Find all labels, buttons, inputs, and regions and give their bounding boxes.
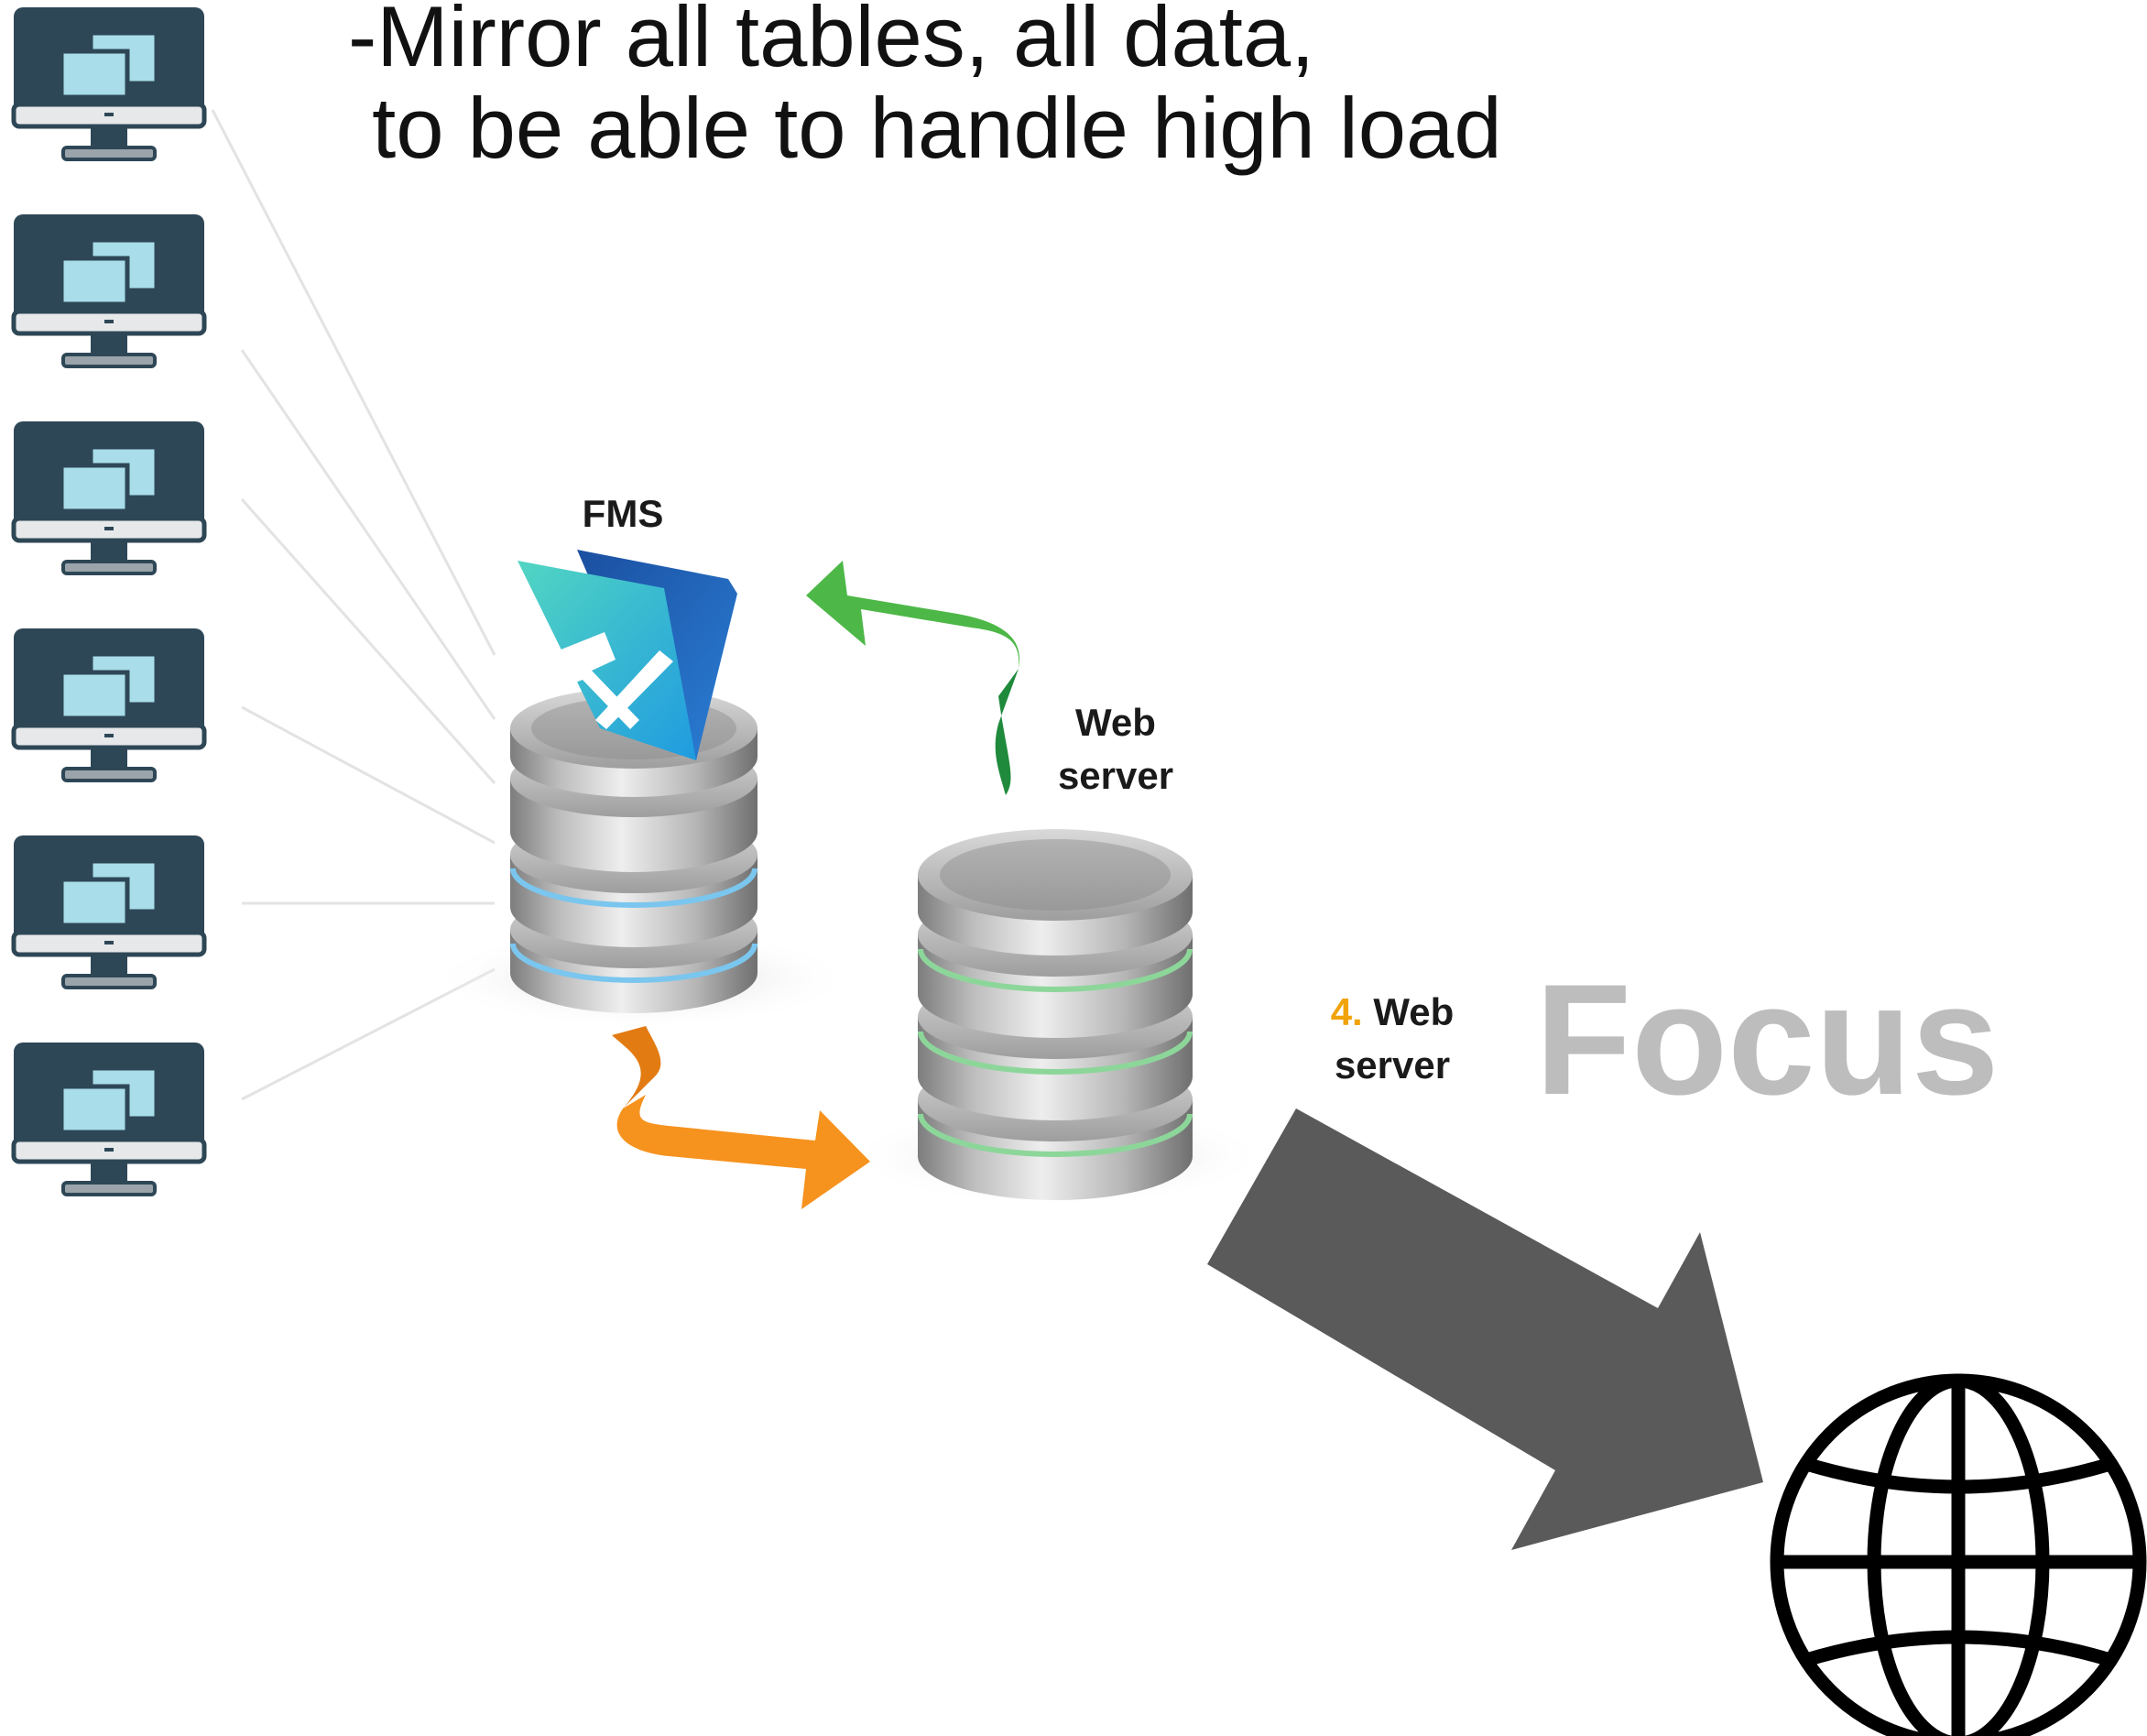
desktop-monitor-icon: [11, 835, 207, 989]
heading-line-2: to be able to handle high load: [348, 80, 1502, 176]
sync-arrow-to-fms: [806, 561, 1020, 795]
step-label: 4. Web server: [1273, 986, 1511, 1092]
desktop-monitor-icon: [11, 628, 207, 782]
heading-line-1: -Mirror all tables, all data,: [348, 0, 1315, 84]
sync-arrow-to-web-server: [612, 1026, 870, 1209]
connection-line: [240, 498, 496, 784]
desktop-monitor-icon: [11, 421, 207, 575]
fms-label: FMS: [582, 492, 664, 535]
globe-icon: [1770, 1373, 2147, 1736]
web-server-database-icon: [847, 829, 1269, 1206]
connection-line: [240, 349, 496, 720]
connection-line: [211, 109, 496, 656]
desktop-monitor-icon: [11, 214, 207, 368]
traffic-arrow: [1207, 1108, 1763, 1550]
step-text: Web server: [1334, 990, 1455, 1086]
client-workstations: [11, 7, 207, 1196]
step-number: 4.: [1330, 990, 1363, 1033]
desktop-monitor-icon: [11, 1043, 207, 1196]
web-server-label: Web server: [1057, 701, 1174, 797]
desktop-monitor-icon: [11, 7, 207, 161]
client-connection-lines: [211, 109, 496, 1101]
focus-label: Focus: [1535, 952, 2000, 1128]
connection-line: [241, 705, 496, 845]
filemaker-server-icon: [518, 550, 737, 760]
